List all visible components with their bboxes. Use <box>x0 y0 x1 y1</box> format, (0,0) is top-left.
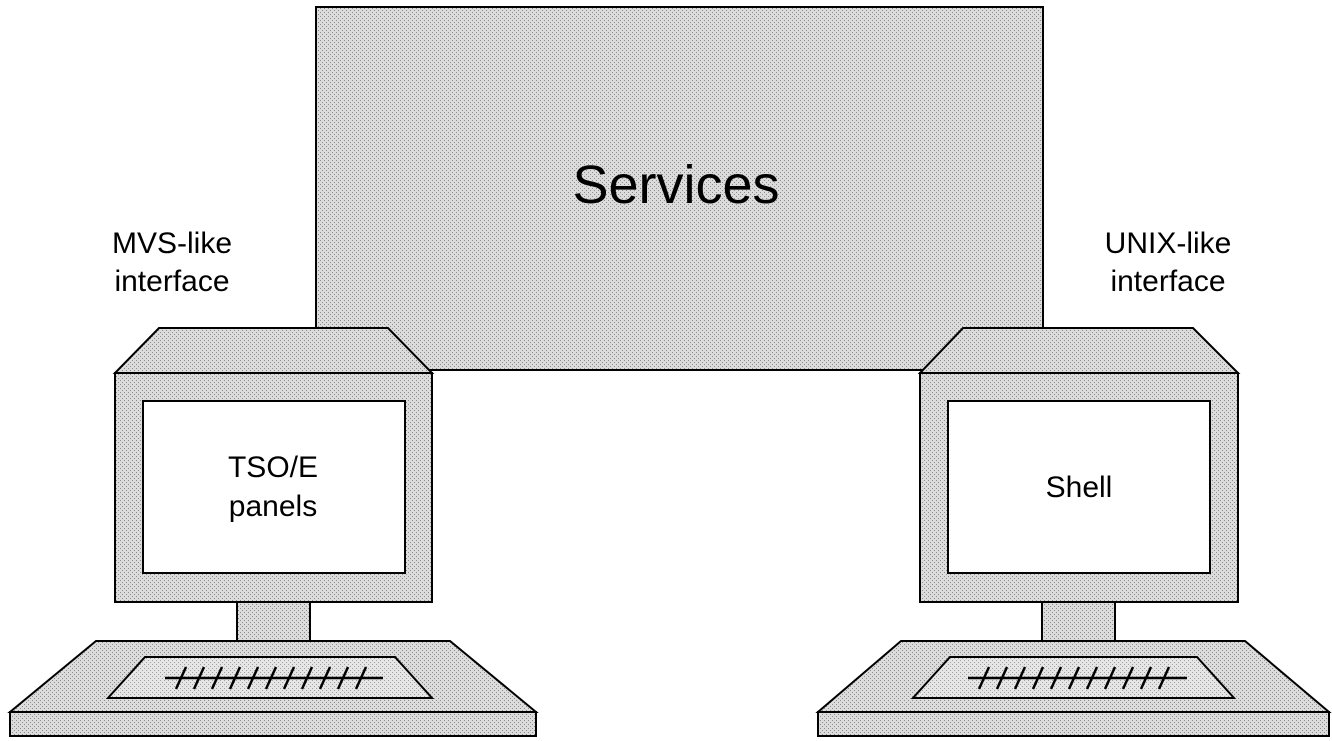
left-screen-label-line2: panels <box>229 490 317 523</box>
right-interface-label-line1: UNIX-like <box>1105 227 1232 260</box>
left-terminal: TSO/E panels <box>7 327 539 737</box>
keyboard-keys <box>968 666 1187 690</box>
keyboard-icon <box>815 640 1332 737</box>
keyboard-keys <box>165 666 383 690</box>
right-screen-label: Shell <box>1046 471 1113 504</box>
right-interface-label: UNIX-like interface <box>1105 227 1232 298</box>
terminal-monitor-icon <box>112 327 435 642</box>
left-interface-label-line2: interface <box>114 265 229 298</box>
services-box: Services <box>315 6 1044 371</box>
keyboard-icon <box>7 640 539 737</box>
right-terminal: Shell <box>815 327 1332 737</box>
terminal-monitor-icon <box>917 327 1241 642</box>
left-screen-label-line1: TSO/E <box>228 451 318 484</box>
services-label: Services <box>572 155 779 215</box>
right-interface-label-line2: interface <box>1110 265 1225 298</box>
left-interface-label: MVS-like interface <box>112 227 232 298</box>
left-interface-label-line1: MVS-like <box>112 227 232 260</box>
